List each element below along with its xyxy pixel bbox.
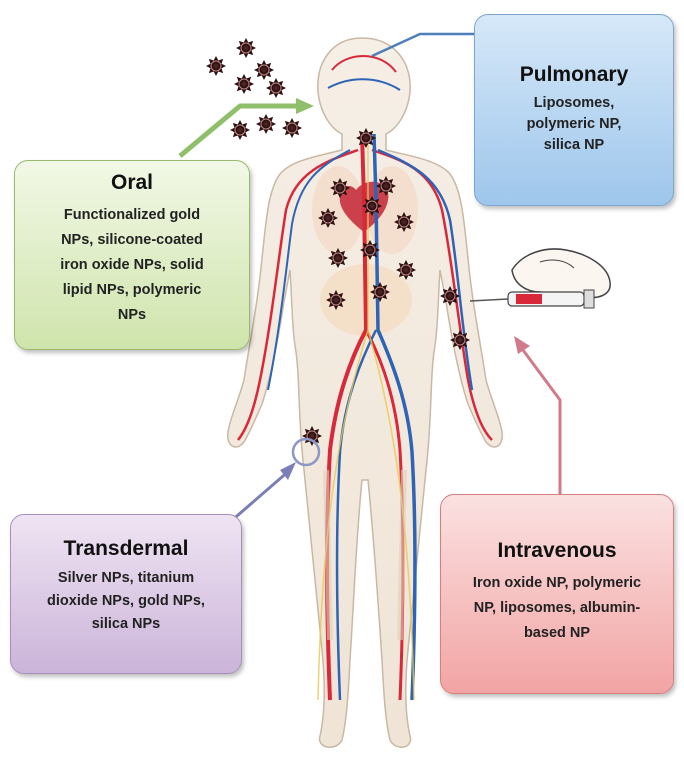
route-card-pulmonary: Pulmonary Liposomes, polymeric NP, silic… — [474, 14, 674, 206]
nanoparticle-icon — [234, 74, 254, 94]
nanoparticle-icon — [206, 56, 226, 76]
nanoparticle-icon — [440, 286, 460, 306]
route-title-transdermal: Transdermal — [11, 537, 241, 561]
nanoparticle-icon — [302, 426, 322, 446]
route-agent-line: lipid NPs, polymeric — [27, 278, 237, 303]
route-agent-line: silica NP — [489, 135, 659, 156]
route-title-oral: Oral — [15, 171, 249, 195]
route-agent-line: NPs, silicone-coated — [27, 228, 237, 253]
nanoparticle-icon — [282, 118, 302, 138]
route-card-transdermal: Transdermal Silver NPs, titanium dioxide… — [10, 514, 242, 674]
route-card-oral: Oral Functionalized gold NPs, silicone-c… — [14, 160, 250, 350]
route-agents-transdermal: Silver NPs, titanium dioxide NPs, gold N… — [11, 567, 241, 636]
nanoparticle-icon — [376, 176, 396, 196]
route-agent-line: polymeric NP, — [489, 114, 659, 135]
syringe-icon — [470, 249, 610, 308]
route-title-intravenous: Intravenous — [441, 539, 673, 563]
route-agent-line: dioxide NPs, gold NPs, — [21, 590, 231, 613]
nanoparticle-icon — [254, 60, 274, 80]
route-agents-intravenous: Iron oxide NP, polymeric NP, liposomes, … — [441, 571, 673, 646]
nanoparticle-icon — [362, 196, 382, 216]
route-agent-line: Iron oxide NP, polymeric — [451, 571, 663, 596]
route-agents-pulmonary: Liposomes, polymeric NP, silica NP — [475, 93, 673, 156]
nanoparticle-icon — [328, 248, 348, 268]
route-agent-line: Liposomes, — [489, 93, 659, 114]
nanoparticle-icon — [266, 78, 286, 98]
nanoparticle-icon — [318, 208, 338, 228]
route-card-intravenous: Intravenous Iron oxide NP, polymeric NP,… — [440, 494, 674, 694]
route-agent-line: based NP — [451, 621, 663, 646]
nanoparticle-icon — [330, 178, 350, 198]
nanoparticle-icon — [396, 260, 416, 280]
route-agent-line: NPs — [27, 303, 237, 328]
route-agent-line: Silver NPs, titanium — [21, 567, 231, 590]
nanoparticle-icon — [356, 128, 376, 148]
nanoparticle-icon — [326, 290, 346, 310]
nanoparticle-icon — [450, 330, 470, 350]
nanoparticle-icon — [230, 120, 250, 140]
route-agents-oral: Functionalized gold NPs, silicone-coated… — [15, 203, 249, 328]
nanoparticle-icon — [360, 240, 380, 260]
intravenous-arrow — [514, 336, 560, 494]
nanoparticle-icon — [394, 212, 414, 232]
nanoparticle-icon — [256, 114, 276, 134]
route-title-pulmonary: Pulmonary — [475, 63, 673, 87]
route-agent-line: Functionalized gold — [27, 203, 237, 228]
route-agent-line: iron oxide NPs, solid — [27, 253, 237, 278]
route-agent-line: silica NPs — [21, 613, 231, 636]
nanoparticle-icon — [236, 38, 256, 58]
nanoparticle-icon — [370, 282, 390, 302]
route-agent-line: NP, liposomes, albumin- — [451, 596, 663, 621]
